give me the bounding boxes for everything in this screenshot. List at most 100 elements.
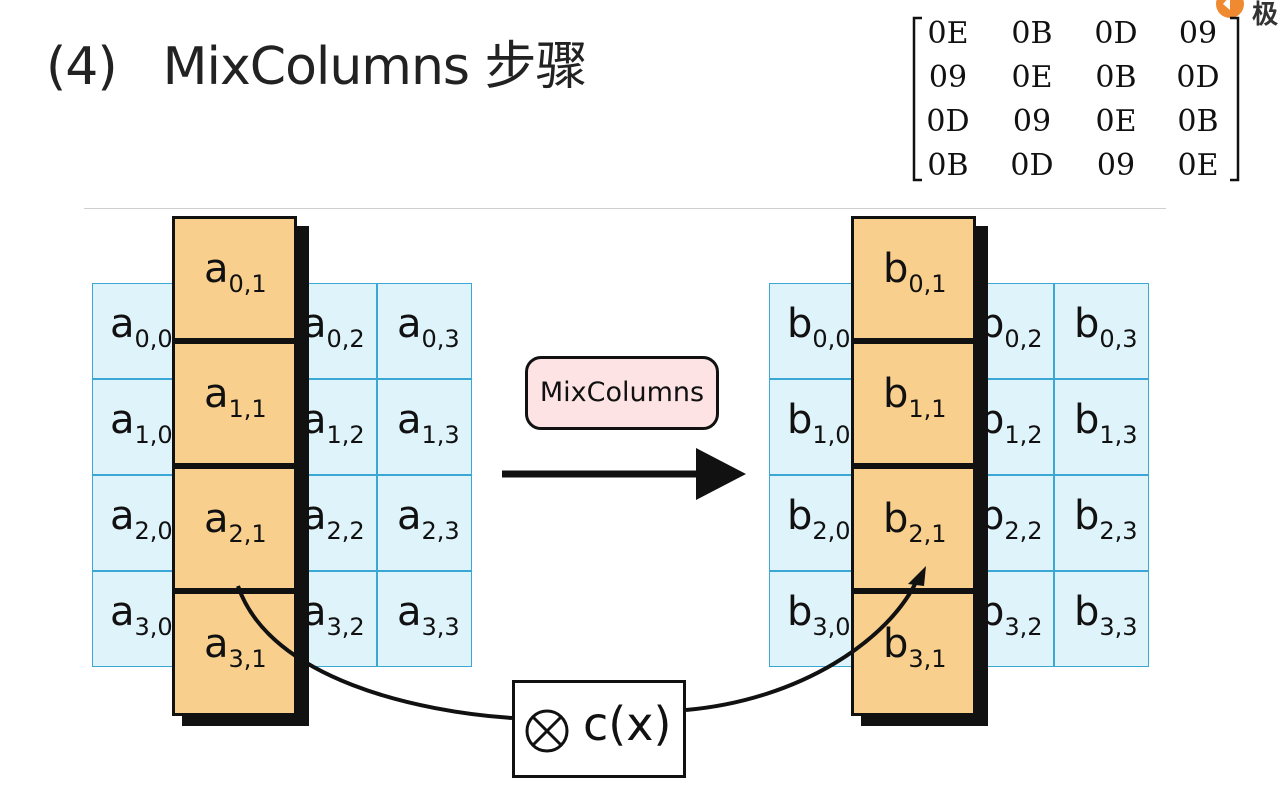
mixcolumns-label: MixColumns [525,356,719,430]
active-column-cell [851,216,976,341]
matrix-cell: 09 [1096,148,1136,183]
cell-symbol: b [787,397,813,443]
active-column-label: b0,1 [883,246,947,298]
active-column-cell [172,466,297,591]
cell-subscript: 3,1 [908,645,947,673]
cell-symbol: a [204,246,229,292]
cell-subscript: 3,0 [812,613,851,641]
logo-text: 极 [1252,0,1279,30]
cell-subscript: 1,2 [326,421,365,449]
cell-subscript: 1,1 [908,395,947,423]
matrix-brackets [912,16,1240,182]
cell-subscript: 0,2 [1004,325,1043,353]
matrix-cell: 0B [1177,104,1219,139]
curve-in [236,585,513,720]
cell-symbol: b [787,589,813,635]
state-cell-label: a3,3 [397,589,460,641]
state-cell [92,379,187,475]
state-cell-label: b2,3 [1074,493,1138,545]
matrix-cell: 0E [1177,148,1219,183]
cell-symbol: a [397,493,422,539]
matrix-cell: 0B [927,148,969,183]
matrix-cell: 09 [1178,16,1218,51]
cell-subscript: 3,1 [228,645,267,673]
state-cell [1054,475,1149,571]
state-cell-label: a0,0 [110,301,173,353]
active-column-cell [851,466,976,591]
state-cell-label: a1,3 [397,397,460,449]
cell-subscript: 2,2 [326,517,365,545]
cell-subscript: 3,3 [1099,613,1138,641]
matrix-cell: 09 [1012,104,1052,139]
cell-subscript: 1,1 [228,395,267,423]
matrix-cell: 0E [1095,104,1137,139]
active-column-label: b1,1 [883,371,947,423]
cell-subscript: 3,2 [326,613,365,641]
matrix-cell: 0D [1176,60,1220,95]
cell-symbol: b [883,621,909,667]
state-cell-label: b0,2 [979,301,1043,353]
cell-symbol: b [883,496,909,542]
cell-symbol: b [883,246,909,292]
state-cell [1054,379,1149,475]
transform-box: c(x) [512,680,686,778]
cell-symbol: b [1074,493,1100,539]
title-number: (4) [46,37,118,97]
column-shadow [861,716,988,726]
cell-subscript: 1,3 [421,421,460,449]
state-cell [769,283,864,379]
cell-symbol: a [110,301,135,347]
column-shadow [976,226,988,726]
state-cell-label: b1,3 [1074,397,1138,449]
cell-symbol: b [1074,589,1100,635]
cell-subscript: 2,3 [421,517,460,545]
cell-symbol: b [883,371,909,417]
matrix-cell: 0E [1011,60,1053,95]
circle-times-icon [525,709,569,753]
active-column-label: a3,1 [204,621,267,673]
active-column-label: a1,1 [204,371,267,423]
state-cell [1054,571,1149,667]
state-cell [377,475,472,571]
active-column-cell [172,341,297,466]
curve-out-head [908,566,926,586]
state-cell-label: a1,0 [110,397,173,449]
transform-label: c(x) [583,697,672,751]
active-column-label: b2,1 [883,496,947,548]
cell-subscript: 0,3 [1099,325,1138,353]
matrix-cell: 0E [927,16,969,51]
state-cell [377,379,472,475]
state-cell-label: b0,3 [1074,301,1138,353]
cell-subscript: 3,2 [1004,613,1043,641]
column-shadow [297,226,309,726]
cell-subscript: 2,0 [134,517,173,545]
active-column-cell [851,591,976,716]
state-cell [769,571,864,667]
cell-subscript: 0,1 [908,270,947,298]
matrix-cell: 0D [1094,16,1138,51]
active-column-cell [172,216,297,341]
cell-symbol: a [110,397,135,443]
cell-symbol: a [204,621,229,667]
title-text: MixColumns 步骤 [162,37,588,97]
divider-line [84,208,1166,209]
state-cell [377,283,472,379]
slide-title: (4) MixColumns 步骤 [46,24,588,99]
cell-subscript: 2,3 [1099,517,1138,545]
state-cell [1054,283,1149,379]
cell-subscript: 0,2 [326,325,365,353]
cell-symbol: b [787,301,813,347]
active-column-label: b3,1 [883,621,947,673]
matrix-cell: 09 [928,60,968,95]
cell-symbol: b [1074,301,1100,347]
cell-symbol: b [787,493,813,539]
cell-subscript: 1,0 [812,421,851,449]
cell-subscript: 2,1 [908,520,947,548]
active-column-cell [851,341,976,466]
state-cell-label: b1,0 [787,397,851,449]
cell-symbol: a [110,589,135,635]
logo-icon [1216,0,1244,18]
state-cell-label: a3,0 [110,589,173,641]
